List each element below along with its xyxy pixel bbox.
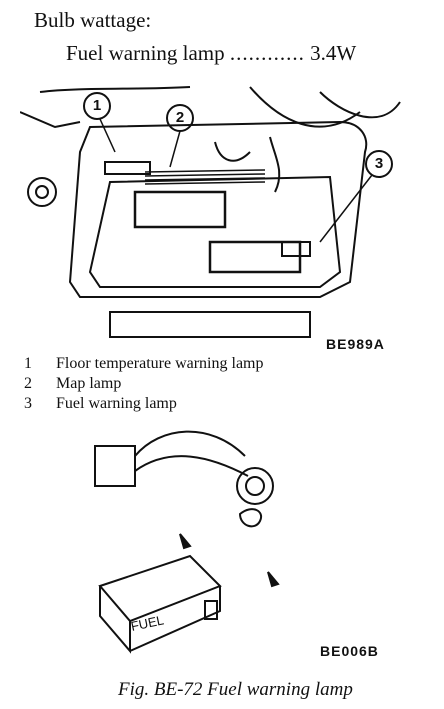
- spec-item-value: 3.4W: [310, 41, 357, 65]
- legend-item: 1 Floor temperature warning lamp: [24, 354, 264, 374]
- callout-2: 2: [175, 109, 185, 126]
- figure-caption: Fig. BE-72 Fuel warning lamp: [118, 679, 353, 700]
- spec-item-label: Fuel warning lamp: [66, 41, 225, 65]
- fuel-label-on-part: FUEL: [130, 612, 166, 634]
- legend-num: 3: [24, 395, 32, 412]
- legend-item: 2 Map lamp: [24, 374, 264, 394]
- spec-leader: ............: [229, 41, 305, 65]
- legend: 1 Floor temperature warning lamp 2 Map lam…: [24, 354, 264, 414]
- legend-text: Map lamp: [56, 375, 122, 392]
- legend-num: 1: [24, 355, 32, 372]
- legend-text: Fuel warning lamp: [56, 395, 177, 412]
- legend-item: 3 Fuel warning lamp: [24, 394, 264, 414]
- fuel-lamp-illustration: FUEL: [94, 430, 280, 654]
- spec-title: Bulb wattage:: [34, 8, 152, 32]
- spec-row: Fuel warning lamp ............ 3.4W: [66, 41, 356, 66]
- figure-code-top: BE989A: [326, 336, 385, 352]
- callout-1: 1: [92, 97, 102, 114]
- dashboard-illustration: [20, 86, 401, 338]
- legend-text: Floor temperature warning lamp: [56, 355, 264, 372]
- callout-3: 3: [374, 155, 384, 172]
- figure-code-bottom: BE006B: [320, 643, 379, 659]
- legend-num: 2: [24, 375, 32, 392]
